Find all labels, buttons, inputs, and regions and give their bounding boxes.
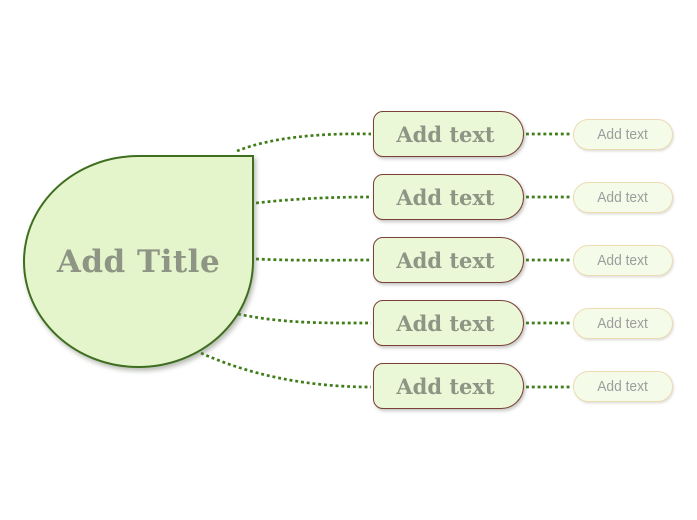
sub-branch-node[interactable]: Add text [573,244,673,276]
sub-branch-node[interactable]: Add text [573,370,673,402]
branch-label: Add text [396,184,495,210]
branch-row: Add text Add text [0,300,697,346]
sub-branch-node[interactable]: Add text [573,118,673,150]
branch-node[interactable]: Add text [373,237,524,283]
sub-branch-label: Add text [597,314,649,332]
sub-branch-label: Add text [597,125,649,143]
sub-branch-label: Add text [597,188,649,206]
branch-row: Add text Add text [0,363,697,409]
root-node[interactable]: Add Title [23,155,254,368]
branch-node[interactable]: Add text [373,363,524,409]
branch-row: Add text Add text [0,111,697,157]
branch-row: Add text Add text [0,174,697,220]
root-title: Add Title [56,243,221,280]
sub-branch-node[interactable]: Add text [573,181,673,213]
branch-node[interactable]: Add text [373,111,524,157]
sub-branch-label: Add text [597,377,649,395]
sub-branch-label: Add text [597,251,649,269]
branch-label: Add text [396,310,495,336]
sub-branch-node[interactable]: Add text [573,307,673,339]
branch-node[interactable]: Add text [373,300,524,346]
branch-label: Add text [396,247,495,273]
branch-label: Add text [396,121,495,147]
branch-label: Add text [396,373,495,399]
branch-node[interactable]: Add text [373,174,524,220]
branch-row: Add text Add text [0,237,697,283]
